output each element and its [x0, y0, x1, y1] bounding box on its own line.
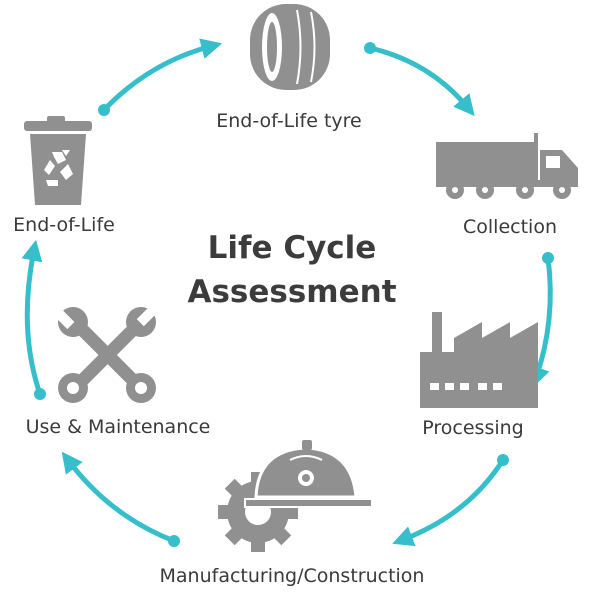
arrow-manufacturing-to-use [61, 451, 180, 547]
tyre-icon [250, 4, 330, 90]
arrow-end-of-life-to-tyre [98, 38, 223, 116]
arrow-tyre-to-collection [364, 42, 475, 117]
stage-label-use-and-maintenance: Use & Maintenance [26, 416, 211, 438]
center-title-line-2: Assessment [187, 274, 396, 310]
factory-icon [420, 312, 538, 408]
stage-label-end-of-life-tyre: End-of-Life tyre [216, 110, 362, 132]
stage-label-manufacturing-construction: Manufacturing/Construction [160, 565, 425, 587]
arrow-collection-to-processing [529, 252, 554, 388]
cycle-arrows [21, 38, 554, 547]
recycle-bin-icon [24, 116, 92, 205]
stage-label-collection: Collection [463, 216, 557, 238]
truck-icon [436, 133, 578, 199]
stage-label-end-of-life: End-of-Life [13, 214, 115, 236]
stage-label-processing: Processing [422, 417, 523, 439]
hardhat-gear-icon [218, 440, 373, 552]
arrow-use-to-end-of-life [21, 239, 46, 400]
arrow-processing-to-manufacturing [392, 454, 509, 547]
center-title-line-1: Life Cycle [208, 230, 377, 266]
wrenches-icon [54, 306, 157, 403]
